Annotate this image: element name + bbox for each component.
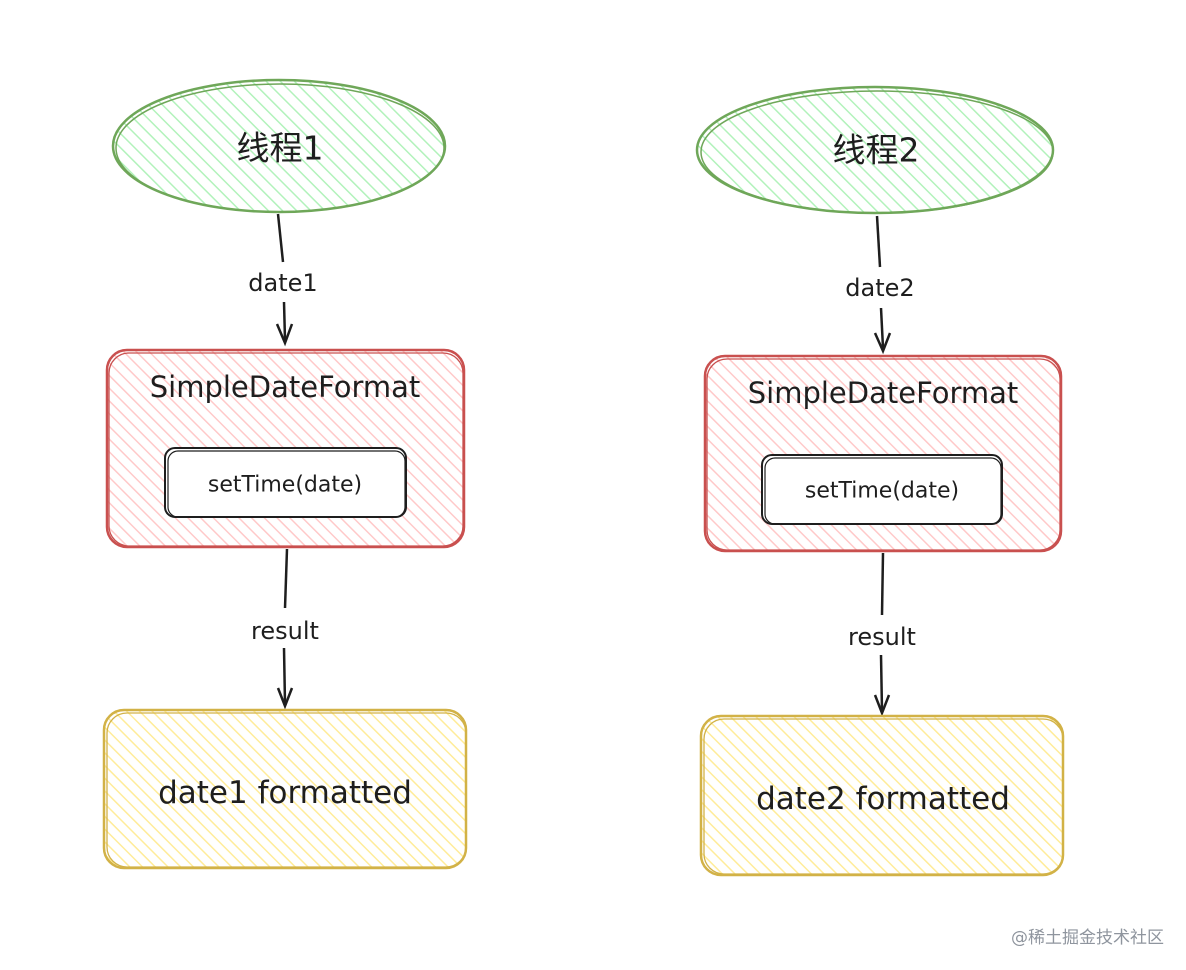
watermark: @稀土掘金技术社区 — [1011, 928, 1164, 948]
method-box-2: setTime(date) — [761, 454, 1003, 525]
result-label-1: result — [251, 617, 319, 645]
thread-1-node: 线程1 — [111, 78, 447, 214]
output-label-1: date1 formatted — [158, 775, 412, 811]
output-box-2: date2 formatted — [699, 714, 1065, 877]
method-box-1: setTime(date) — [164, 447, 407, 518]
date1-label: date1 — [248, 269, 317, 297]
column-2: 线程2 date2 SimpleDateFormat setTime(date) — [695, 85, 1065, 877]
date2-label: date2 — [845, 274, 914, 302]
date2-arrow: date2 — [845, 215, 915, 355]
class-name-1: SimpleDateFormat — [150, 370, 421, 404]
method-label-1: setTime(date) — [208, 473, 362, 498]
thread-2-node: 线程2 — [695, 85, 1055, 215]
simpledateformat-box-1: SimpleDateFormat setTime(date) — [105, 348, 466, 549]
date1-arrow: date1 — [248, 213, 318, 347]
class-name-2: SimpleDateFormat — [748, 376, 1019, 410]
output-box-1: date1 formatted — [102, 708, 468, 870]
result-arrow-1: result — [251, 548, 319, 710]
result-arrow-2: result — [848, 552, 916, 717]
thread-1-title: 线程1 — [237, 129, 324, 168]
thread-2-title: 线程2 — [833, 131, 920, 170]
method-label-2: setTime(date) — [805, 479, 959, 504]
output-label-2: date2 formatted — [756, 781, 1010, 817]
simpledateformat-box-2: SimpleDateFormat setTime(date) — [703, 354, 1063, 553]
result-label-2: result — [848, 623, 916, 651]
column-1: 线程1 date1 SimpleDateFormat setTime(date) — [102, 78, 468, 870]
